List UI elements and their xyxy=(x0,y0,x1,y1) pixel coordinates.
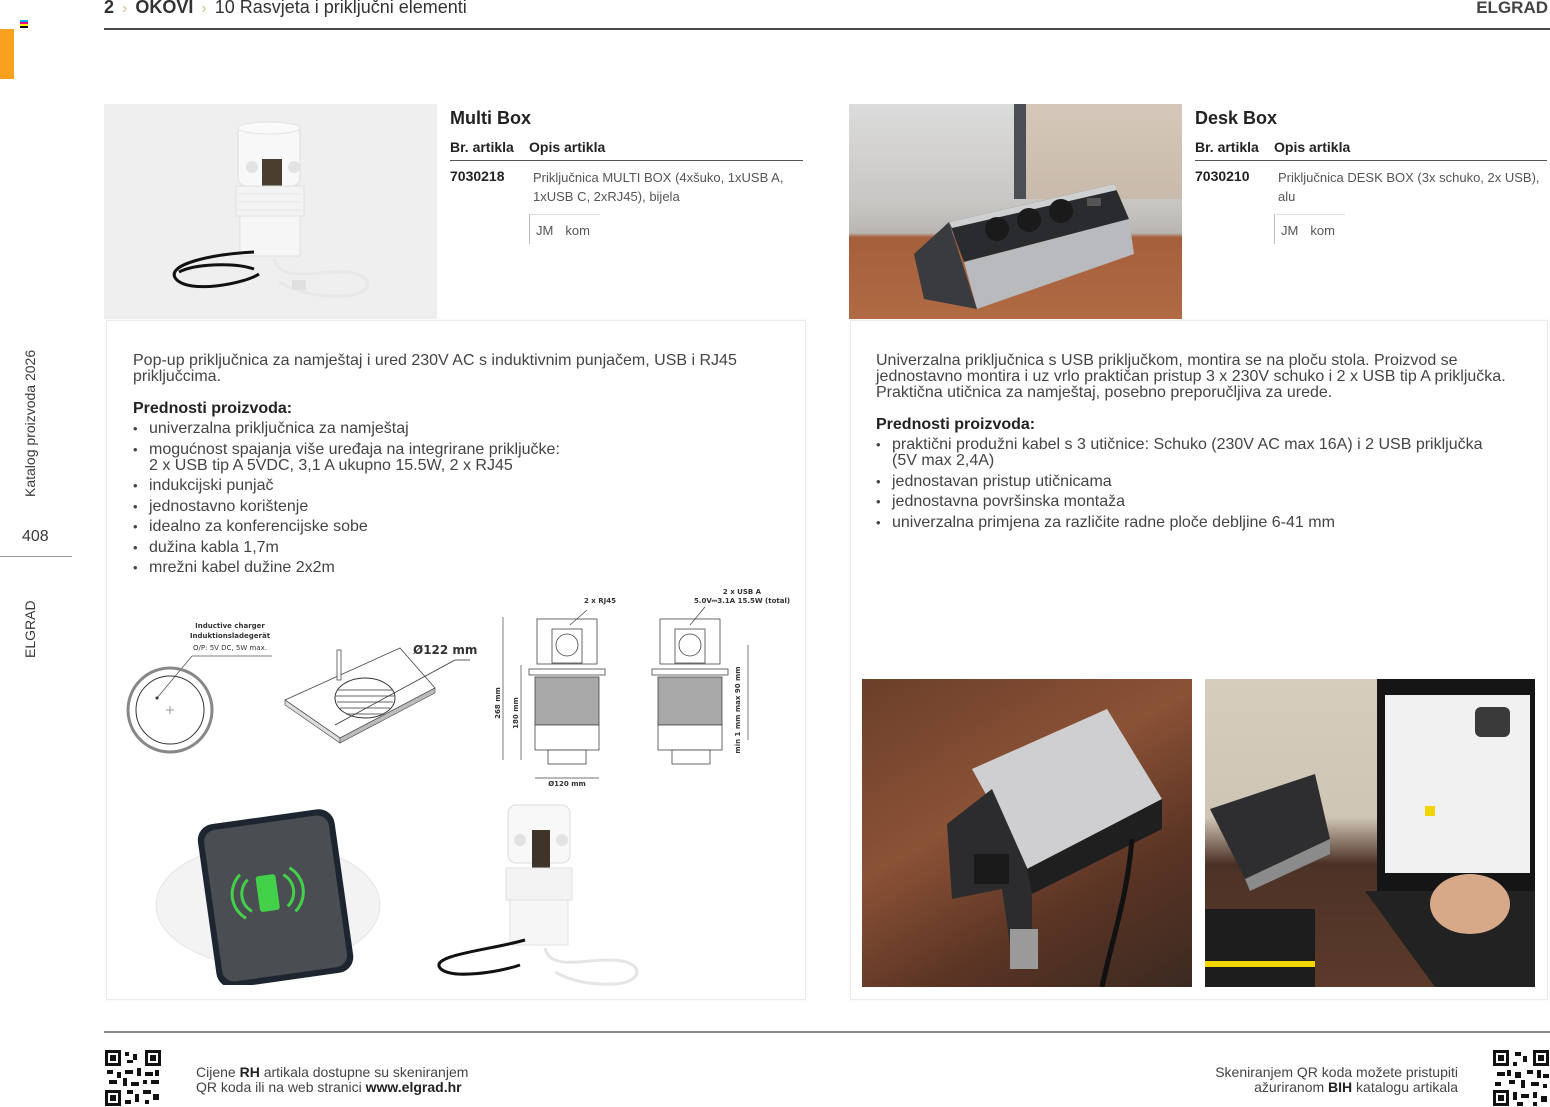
footer-text: ažuriranom xyxy=(1254,1079,1329,1095)
height-body-label: 180 mm xyxy=(512,697,520,729)
deskbox-product-image xyxy=(849,104,1182,319)
multibox-product-image xyxy=(104,104,437,319)
multibox-spec-table: Multi Box Br. artikla Opis artikla 70302… xyxy=(450,108,803,244)
footer-rh-note: Cijene RH artikala dostupne su skeniranj… xyxy=(196,1065,468,1095)
list-item: jednostavan pristup utičnicama xyxy=(876,473,1526,490)
thickness-label: min 1 mm max 90 mm xyxy=(734,666,742,753)
footer-divider xyxy=(104,1031,1550,1033)
print-color-marks xyxy=(20,20,28,28)
footer-text: artikala dostupne su skeniranjem xyxy=(259,1064,469,1080)
usb-label-2: 5.0V⎓3.1A 15.5W (total) xyxy=(694,597,790,605)
deskbox-mounted-photo xyxy=(862,679,1192,987)
sidebar-divider xyxy=(0,556,72,557)
breadcrumb-chapter[interactable]: 2 xyxy=(104,0,115,17)
spec-header-row: Br. artikla Opis artikla xyxy=(450,139,803,161)
list-item: mrežni kabel dužine 2x2m xyxy=(133,560,783,577)
table-row: 7030218 Priključnica MULTI BOX (4xšuko, … xyxy=(450,168,803,206)
table-row: 7030210 Priključnica DESK BOX (3x schuko… xyxy=(1195,168,1547,206)
benefits-list: univerzalna priključnica za namještaj mo… xyxy=(133,421,783,577)
spec-header-row: Br. artikla Opis artikla xyxy=(1195,139,1547,161)
jm-value: kom xyxy=(1310,223,1335,238)
list-item: dužina kabla 1,7m xyxy=(133,539,783,556)
product-title: Desk Box xyxy=(1195,108,1278,128)
deskbox-office-photo xyxy=(1205,679,1535,987)
qr-code-bih-catalog[interactable] xyxy=(1493,1050,1549,1106)
article-description: Priključnica MULTI BOX (4xšuko, 1xUSB A,… xyxy=(533,170,784,204)
website-link[interactable]: www.elgrad.hr xyxy=(365,1079,462,1095)
chevron-right-icon: › xyxy=(201,0,207,17)
product-lead: Pop-up priključnica za namještaj i ured … xyxy=(133,352,737,385)
list-item: mogućnost spajanja više uređaja na integ… xyxy=(133,441,573,474)
product-lead: Univerzalna priključnica s USB priključk… xyxy=(876,352,1506,401)
jm-label: JM xyxy=(536,223,554,238)
breadcrumb-subsection[interactable]: 10 Rasvjeta i priključni elementi xyxy=(214,0,467,17)
list-item: indukcijski punjač xyxy=(133,478,783,495)
charger-label-3: O/P: 5V DC, 5W max. xyxy=(193,644,267,652)
footer-country-rh: RH xyxy=(239,1064,260,1080)
cutout-diagram: Ø122 mm xyxy=(280,630,480,750)
benefits-title: Prednosti proizvoda: xyxy=(133,400,293,417)
footer-country-bih: BIH xyxy=(1328,1079,1353,1095)
footer-text: Cijene xyxy=(196,1064,240,1080)
deskbox-description: Univerzalna priključnica s USB priključk… xyxy=(876,353,1526,535)
dimensions-diagram: 2 x RJ45 2 x USB A 5.0V⎓3.1A 15.5W (tota… xyxy=(490,585,800,790)
cutout-diameter-label: Ø122 mm xyxy=(413,643,477,657)
rj45-label: 2 x RJ45 xyxy=(584,597,616,605)
height-total-label: 268 mm xyxy=(494,687,502,719)
col-code-header: Br. artikla xyxy=(450,139,514,155)
page-header: 2 › OKOVI › 10 Rasvjeta i priključni ele… xyxy=(104,0,1550,30)
list-item: praktični produžni kabel s 3 utičnice: S… xyxy=(876,437,1486,469)
wireless-charging-photo xyxy=(148,805,388,985)
section-tab-marker xyxy=(0,29,14,79)
list-item: univerzalna priključnica za namještaj xyxy=(133,421,783,438)
jm-value: kom xyxy=(565,223,590,238)
benefits-list: praktični produžni kabel s 3 utičnice: S… xyxy=(876,437,1526,531)
chevron-right-icon: › xyxy=(122,0,128,17)
col-code-header: Br. artikla xyxy=(1195,139,1259,155)
charger-label-1: Inductive charger xyxy=(195,622,265,630)
multibox-description: Pop-up priključnica za namještaj i ured … xyxy=(133,353,783,581)
page-number: 408 xyxy=(22,528,49,545)
benefits-title: Prednosti proizvoda: xyxy=(876,416,1036,433)
article-description: Priključnica DESK BOX (3x schuko, 2x USB… xyxy=(1278,170,1540,204)
footer-text: QR koda ili na web stranici xyxy=(196,1079,366,1095)
breadcrumb: 2 › OKOVI › 10 Rasvjeta i priključni ele… xyxy=(104,0,467,18)
unit-of-measure: JM kom xyxy=(529,214,600,244)
col-desc-header: Opis artikla xyxy=(529,139,606,155)
col-desc-header: Opis artikla xyxy=(1274,139,1351,155)
footer-bih-note: Skeniranjem QR koda možete pristupiti až… xyxy=(1215,1065,1458,1095)
sidebar-brand: ELGRAD xyxy=(22,600,38,658)
deskbox-spec-table: Desk Box Br. artikla Opis artikla 703021… xyxy=(1195,108,1547,244)
list-item: idealno za konferencijske sobe xyxy=(133,519,783,536)
list-item: univerzalna primjena za različite radne … xyxy=(876,514,1526,531)
inductive-charger-diagram: Inductive charger Induktionsladegerät O/… xyxy=(120,600,290,760)
article-code: 7030218 xyxy=(450,168,505,184)
usb-label-1: 2 x USB A xyxy=(723,588,762,596)
qr-code-rh-prices[interactable] xyxy=(105,1050,161,1106)
jm-label: JM xyxy=(1281,223,1299,238)
footer-text: Skeniranjem QR koda možete pristupiti xyxy=(1215,1064,1458,1080)
footer-text: katalogu artikala xyxy=(1352,1079,1458,1095)
charger-label-2: Induktionsladegerät xyxy=(190,632,271,640)
article-code: 7030210 xyxy=(1195,168,1250,184)
breadcrumb-section[interactable]: OKOVI xyxy=(135,0,194,17)
list-item: jednostavno korištenje xyxy=(133,498,783,515)
multibox-popup-photo xyxy=(430,800,655,990)
list-item: jednostavna površinska montaža xyxy=(876,494,1526,511)
diameter-label: Ø120 mm xyxy=(548,780,586,788)
sidebar-catalog-label: Katalog proizvoda 2026 xyxy=(22,349,38,497)
header-brand: ELGRAD xyxy=(1476,0,1548,17)
product-title: Multi Box xyxy=(450,108,531,128)
unit-of-measure: JM kom xyxy=(1274,214,1345,244)
